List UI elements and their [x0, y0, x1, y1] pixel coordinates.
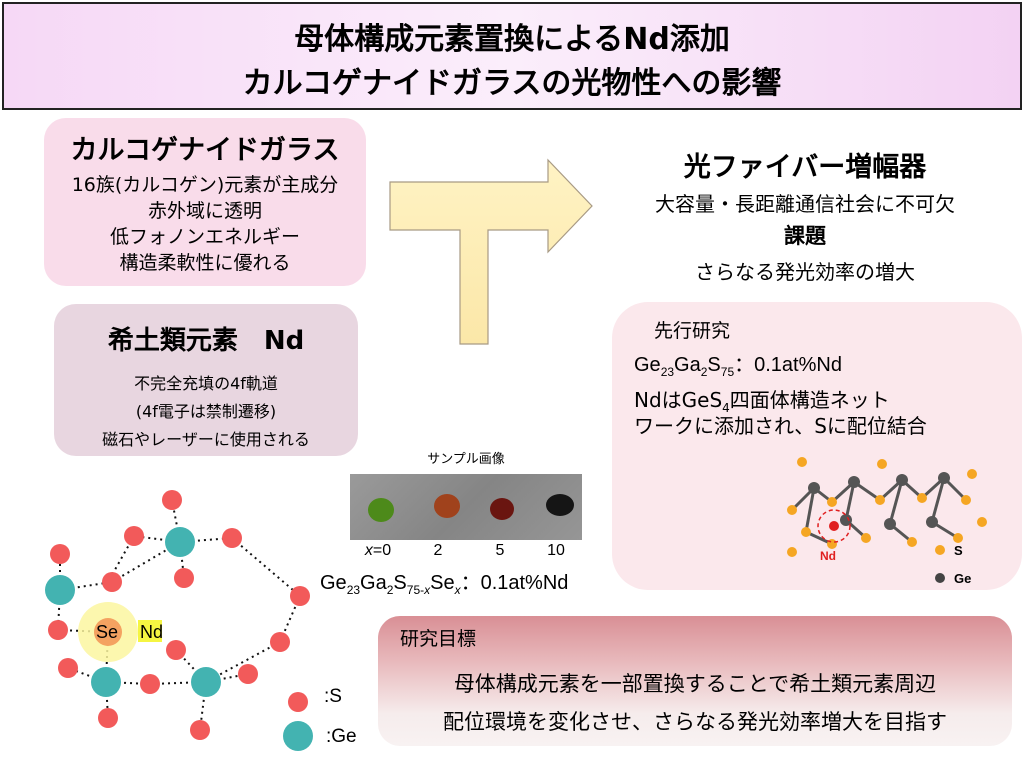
mol-legend: S Ge	[935, 543, 971, 586]
chalcogenide-line: 構造柔軟性に優れる	[119, 252, 291, 274]
rare-earth-title: 希土類元素 Nd	[107, 326, 305, 356]
nd-network-label: Nd	[140, 622, 163, 642]
sample-label: 5	[495, 542, 505, 559]
chalcogenide-box: カルコゲナイドガラス 16族(カルコゲン)元素が主成分 赤外域に透明 低フォノン…	[44, 118, 366, 286]
mol-legend-ge: Ge	[954, 571, 971, 586]
glass-network-diagram: Se Nd	[45, 490, 313, 751]
sample-x-labels: x=0 2 5 10	[350, 542, 582, 562]
chalcogenide-title: カルコゲナイドガラス	[70, 135, 340, 166]
rare-earth-line: (4f電子は禁制遷移)	[135, 402, 277, 421]
rare-earth-line: 不完全充填の4f軌道	[134, 374, 278, 393]
issue-label: 課題	[784, 224, 826, 248]
research-goal-box: 研究目標 母体構成元素を一部置換することで希土類元素周辺 配位環境を変化させ、さ…	[378, 616, 1012, 746]
legend-s: :S	[324, 686, 342, 707]
research-goal-line: 母体構成元素を一部置換することで希土類元素周辺	[453, 672, 937, 696]
title-line-1: 母体構成元素置換によるNd添加	[294, 22, 730, 57]
sample-label: 2	[433, 542, 443, 559]
chalcogenide-line: 低フォノンエネルギー	[109, 226, 300, 248]
sample-photo	[350, 474, 582, 540]
research-goal-title: 研究目標	[400, 628, 477, 650]
prior-research-text: ワークに添加され、Sに配位結合	[634, 414, 927, 438]
combine-arrow-icon	[389, 158, 593, 345]
sample-image-caption: サンプル画像	[427, 452, 505, 467]
legend-ge: :Ge	[326, 726, 357, 747]
chalcogenide-line: 16族(カルコゲン)元素が主成分	[71, 174, 339, 196]
sample-label: 10	[547, 542, 565, 559]
prior-research-text: NdはGeS4四面体構造ネット	[634, 388, 890, 415]
sample-formula: Ge23Ga2S75-xSex：0.1at%Nd	[320, 572, 569, 597]
research-goal-line: 配位環境を変化させ、さらなる発光効率増大を目指す	[443, 710, 947, 734]
mol-legend-s: S	[954, 543, 963, 558]
nd-ges4-structure-diagram: Nd	[787, 457, 987, 563]
sample-dot	[434, 494, 460, 518]
chalcogenide-line: 赤外域に透明	[147, 200, 262, 222]
nd-label: Nd	[820, 549, 836, 563]
rare-earth-box: 希土類元素 Nd 不完全充填の4f軌道 (4f電子は禁制遷移) 磁石やレーザーに…	[54, 304, 358, 456]
sample-dot	[546, 494, 574, 516]
title-line-2: カルコゲナイドガラスの光物性への影響	[242, 66, 782, 101]
title-banner: 母体構成元素置換によるNd添加 カルコゲナイドガラスの光物性への影響	[2, 2, 1022, 110]
fiber-amplifier-description: 大容量・長距離通信社会に不可欠	[655, 192, 955, 216]
prior-research-box: 先行研究 Ge23Ga2S75：0.1at%Nd NdはGeS4四面体構造ネット…	[612, 302, 1022, 590]
sample-label: x=0	[364, 542, 392, 559]
fiber-amplifier-title: 光ファイバー増幅器	[683, 152, 927, 183]
sample-dot	[368, 498, 394, 522]
se-label: Se	[96, 622, 118, 642]
prior-research-title: 先行研究	[654, 320, 731, 342]
sample-dot	[490, 498, 514, 520]
rare-earth-line: 磁石やレーザーに使用される	[102, 430, 310, 449]
issue-text: さらなる発光効率の増大	[695, 260, 915, 284]
prior-research-formula: Ge23Ga2S75：0.1at%Nd	[634, 354, 842, 379]
